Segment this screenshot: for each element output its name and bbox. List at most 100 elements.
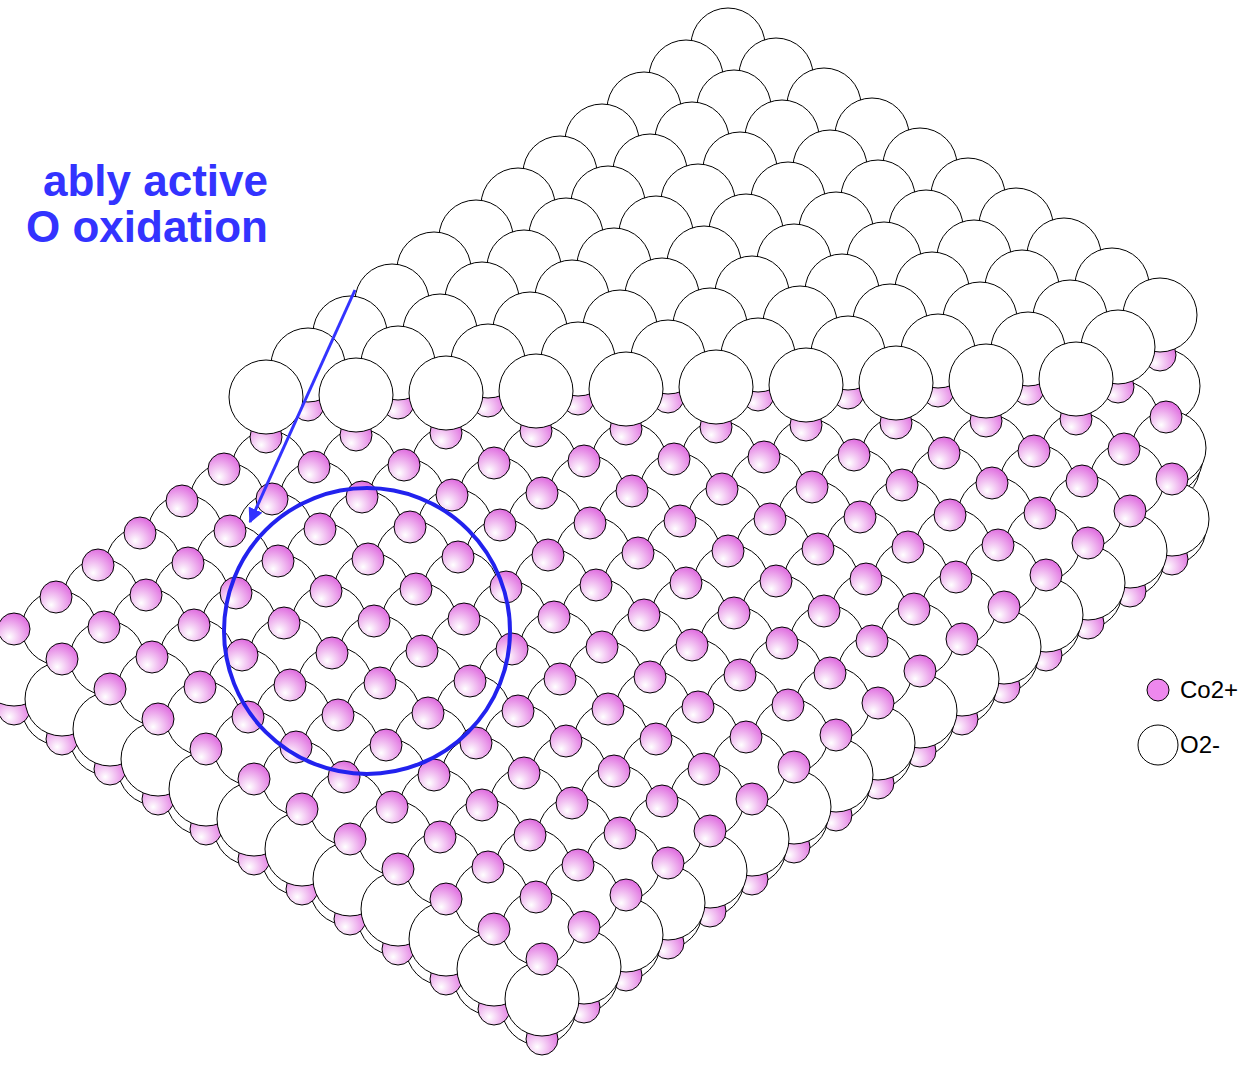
cobalt-ion [892, 531, 924, 563]
cobalt-ion [808, 595, 840, 627]
cobalt-ion [604, 817, 636, 849]
cobalt-ion [82, 549, 114, 581]
cobalt-ion [466, 789, 498, 821]
cobalt-ion [706, 473, 738, 505]
cobalt-ion [928, 437, 960, 469]
cobalt-ion [634, 661, 666, 693]
cobalt-ion [628, 599, 660, 631]
cobalt-ion [580, 569, 612, 601]
cobalt-ion [550, 725, 582, 757]
oxygen-ion [679, 350, 753, 424]
cobalt-ion [622, 537, 654, 569]
cobalt-ion [682, 691, 714, 723]
cobalt-ion [430, 883, 462, 915]
cobalt-ion [988, 591, 1020, 623]
cobalt-ion [190, 733, 222, 765]
cobalt-ion [484, 509, 516, 541]
cobalt-ion [544, 663, 576, 695]
cobalt-ion [856, 625, 888, 657]
legend-label: O2- [1180, 731, 1220, 759]
cobalt-ion [328, 761, 360, 793]
oxygen-ion [859, 346, 933, 420]
cobalt-ion [760, 565, 792, 597]
leader-arrow [250, 290, 355, 522]
cobalt-ion [334, 823, 366, 855]
cobalt-ion [406, 635, 438, 667]
cobalt-ion [520, 881, 552, 913]
cobalt-ion [676, 629, 708, 661]
cobalt-ion [718, 597, 750, 629]
legend-label: Co2+ [1180, 676, 1238, 704]
cobalt-ion [478, 913, 510, 945]
legend-entry: Co2+ [1136, 668, 1250, 712]
cobalt-ion [316, 637, 348, 669]
cobalt-ion [730, 721, 762, 753]
cobalt-ion [376, 791, 408, 823]
cobalt-ion [724, 659, 756, 691]
cobalt-ion [1072, 527, 1104, 559]
legend-swatch [1138, 725, 1178, 765]
cobalt-ion [358, 605, 390, 637]
cobalt-ion [1024, 497, 1056, 529]
cobalt-ion [460, 727, 492, 759]
oxygen-ion [229, 360, 303, 434]
cobalt-ion [820, 719, 852, 751]
cobalt-ion [208, 453, 240, 485]
oxygen-ion [589, 352, 663, 426]
cobalt-ion [268, 607, 300, 639]
cobalt-ion [214, 515, 246, 547]
cobalt-ion [472, 851, 504, 883]
legend-swatch-box [1136, 723, 1180, 767]
cobalt-ion [442, 541, 474, 573]
cobalt-ion [232, 701, 264, 733]
cobalt-ion [142, 703, 174, 735]
oxygen-ion [769, 348, 843, 422]
cobalt-ion [1030, 559, 1062, 591]
cobalt-ion [640, 723, 672, 755]
cobalt-ion [304, 513, 336, 545]
cobalt-ion [568, 445, 600, 477]
cobalt-ion [136, 641, 168, 673]
cobalt-ion [670, 567, 702, 599]
cobalt-ion [346, 481, 378, 513]
cobalt-ion [382, 853, 414, 885]
cobalt-ion [94, 673, 126, 705]
cobalt-ion [394, 511, 426, 543]
legend-swatch-box [1136, 668, 1180, 712]
cobalt-ion [694, 815, 726, 847]
cobalt-ion [388, 449, 420, 481]
cobalt-ion [178, 609, 210, 641]
cobalt-ion [646, 785, 678, 817]
cobalt-ion [772, 689, 804, 721]
cobalt-ion [526, 477, 558, 509]
cobalt-ion [568, 911, 600, 943]
cobalt-ion [0, 613, 30, 645]
cobalt-ion [574, 507, 606, 539]
cobalt-ion [124, 517, 156, 549]
cobalt-ion [688, 753, 720, 785]
cobalt-ion [748, 441, 780, 473]
cobalt-ion [1156, 463, 1188, 495]
cobalt-ion [796, 471, 828, 503]
cobalt-ion [754, 503, 786, 535]
cobalt-ion [310, 575, 342, 607]
cobalt-ion [838, 439, 870, 471]
cobalt-ion [412, 697, 444, 729]
cobalt-ion [538, 601, 570, 633]
cobalt-ion [946, 623, 978, 655]
cobalt-ion [238, 763, 270, 795]
cobalt-ion [514, 819, 546, 851]
cobalt-ion [88, 611, 120, 643]
cobalt-ion [478, 447, 510, 479]
cobalt-ion [802, 533, 834, 565]
oxygen-ion [949, 344, 1023, 418]
cobalt-ion [1066, 465, 1098, 497]
cobalt-ion [940, 561, 972, 593]
oxygen-ion [409, 356, 483, 430]
cobalt-ion [262, 545, 294, 577]
cobalt-ion [496, 633, 528, 665]
cobalt-ion [130, 579, 162, 611]
legend-entry: O2- [1136, 723, 1250, 767]
cobalt-ion [664, 505, 696, 537]
cobalt-ion [934, 499, 966, 531]
